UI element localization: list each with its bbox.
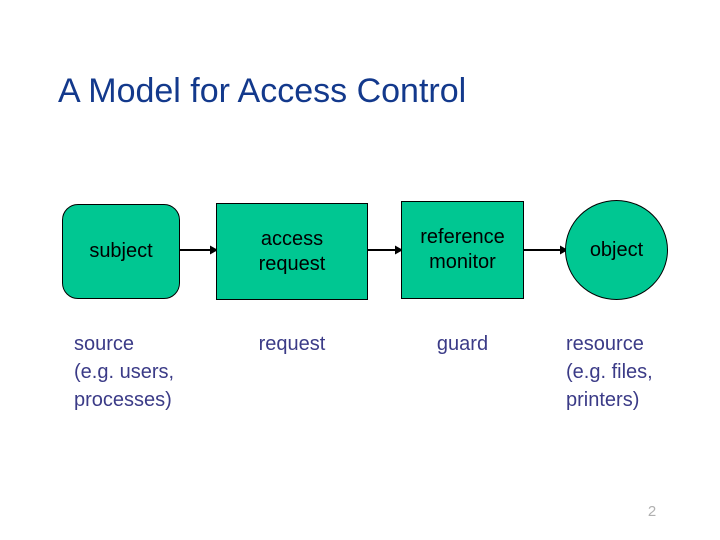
arrow-reference-monitor-to-object: [524, 244, 568, 256]
caption-source-line-2: (e.g. users,: [74, 361, 175, 383]
node-label-access: access: [260, 227, 324, 250]
caption-resource-line-3: printers): [566, 389, 640, 411]
page-title: A Model for Access Control: [58, 72, 467, 110]
arrow-access-request-to-reference-monitor: [368, 244, 403, 256]
caption-request-line-1: request: [258, 333, 326, 355]
caption-object: resource (e.g. files, printers): [566, 330, 716, 414]
node-label-subject: subject: [89, 240, 153, 262]
diagram-node-object[interactable]: object: [565, 200, 668, 300]
caption-source-line-3: processes): [74, 389, 172, 411]
node-label-request: request: [258, 252, 326, 275]
caption-resource-line-2: (e.g. files,: [566, 361, 653, 383]
caption-source-line-1: source: [74, 333, 135, 355]
node-label-access-request: access request: [259, 227, 326, 277]
diagram-node-reference-monitor[interactable]: reference monitor: [401, 201, 524, 299]
caption-subject: source (e.g. users, processes): [74, 330, 224, 414]
node-label-object: object: [589, 238, 644, 261]
caption-resource-line-1: resource: [566, 333, 644, 355]
caption-access-request: request: [216, 330, 368, 358]
node-label-monitor: monitor: [429, 251, 496, 273]
caption-reference-monitor: guard: [401, 330, 524, 358]
page-number: 2: [647, 503, 657, 520]
caption-guard-line-1: guard: [436, 333, 489, 355]
diagram-node-subject[interactable]: subject: [62, 204, 180, 299]
diagram-node-access-request[interactable]: access request: [216, 203, 368, 300]
arrow-subject-to-access-request: [180, 244, 218, 256]
node-label-reference-monitor: reference monitor: [420, 225, 505, 275]
node-label-reference: reference: [420, 226, 505, 248]
